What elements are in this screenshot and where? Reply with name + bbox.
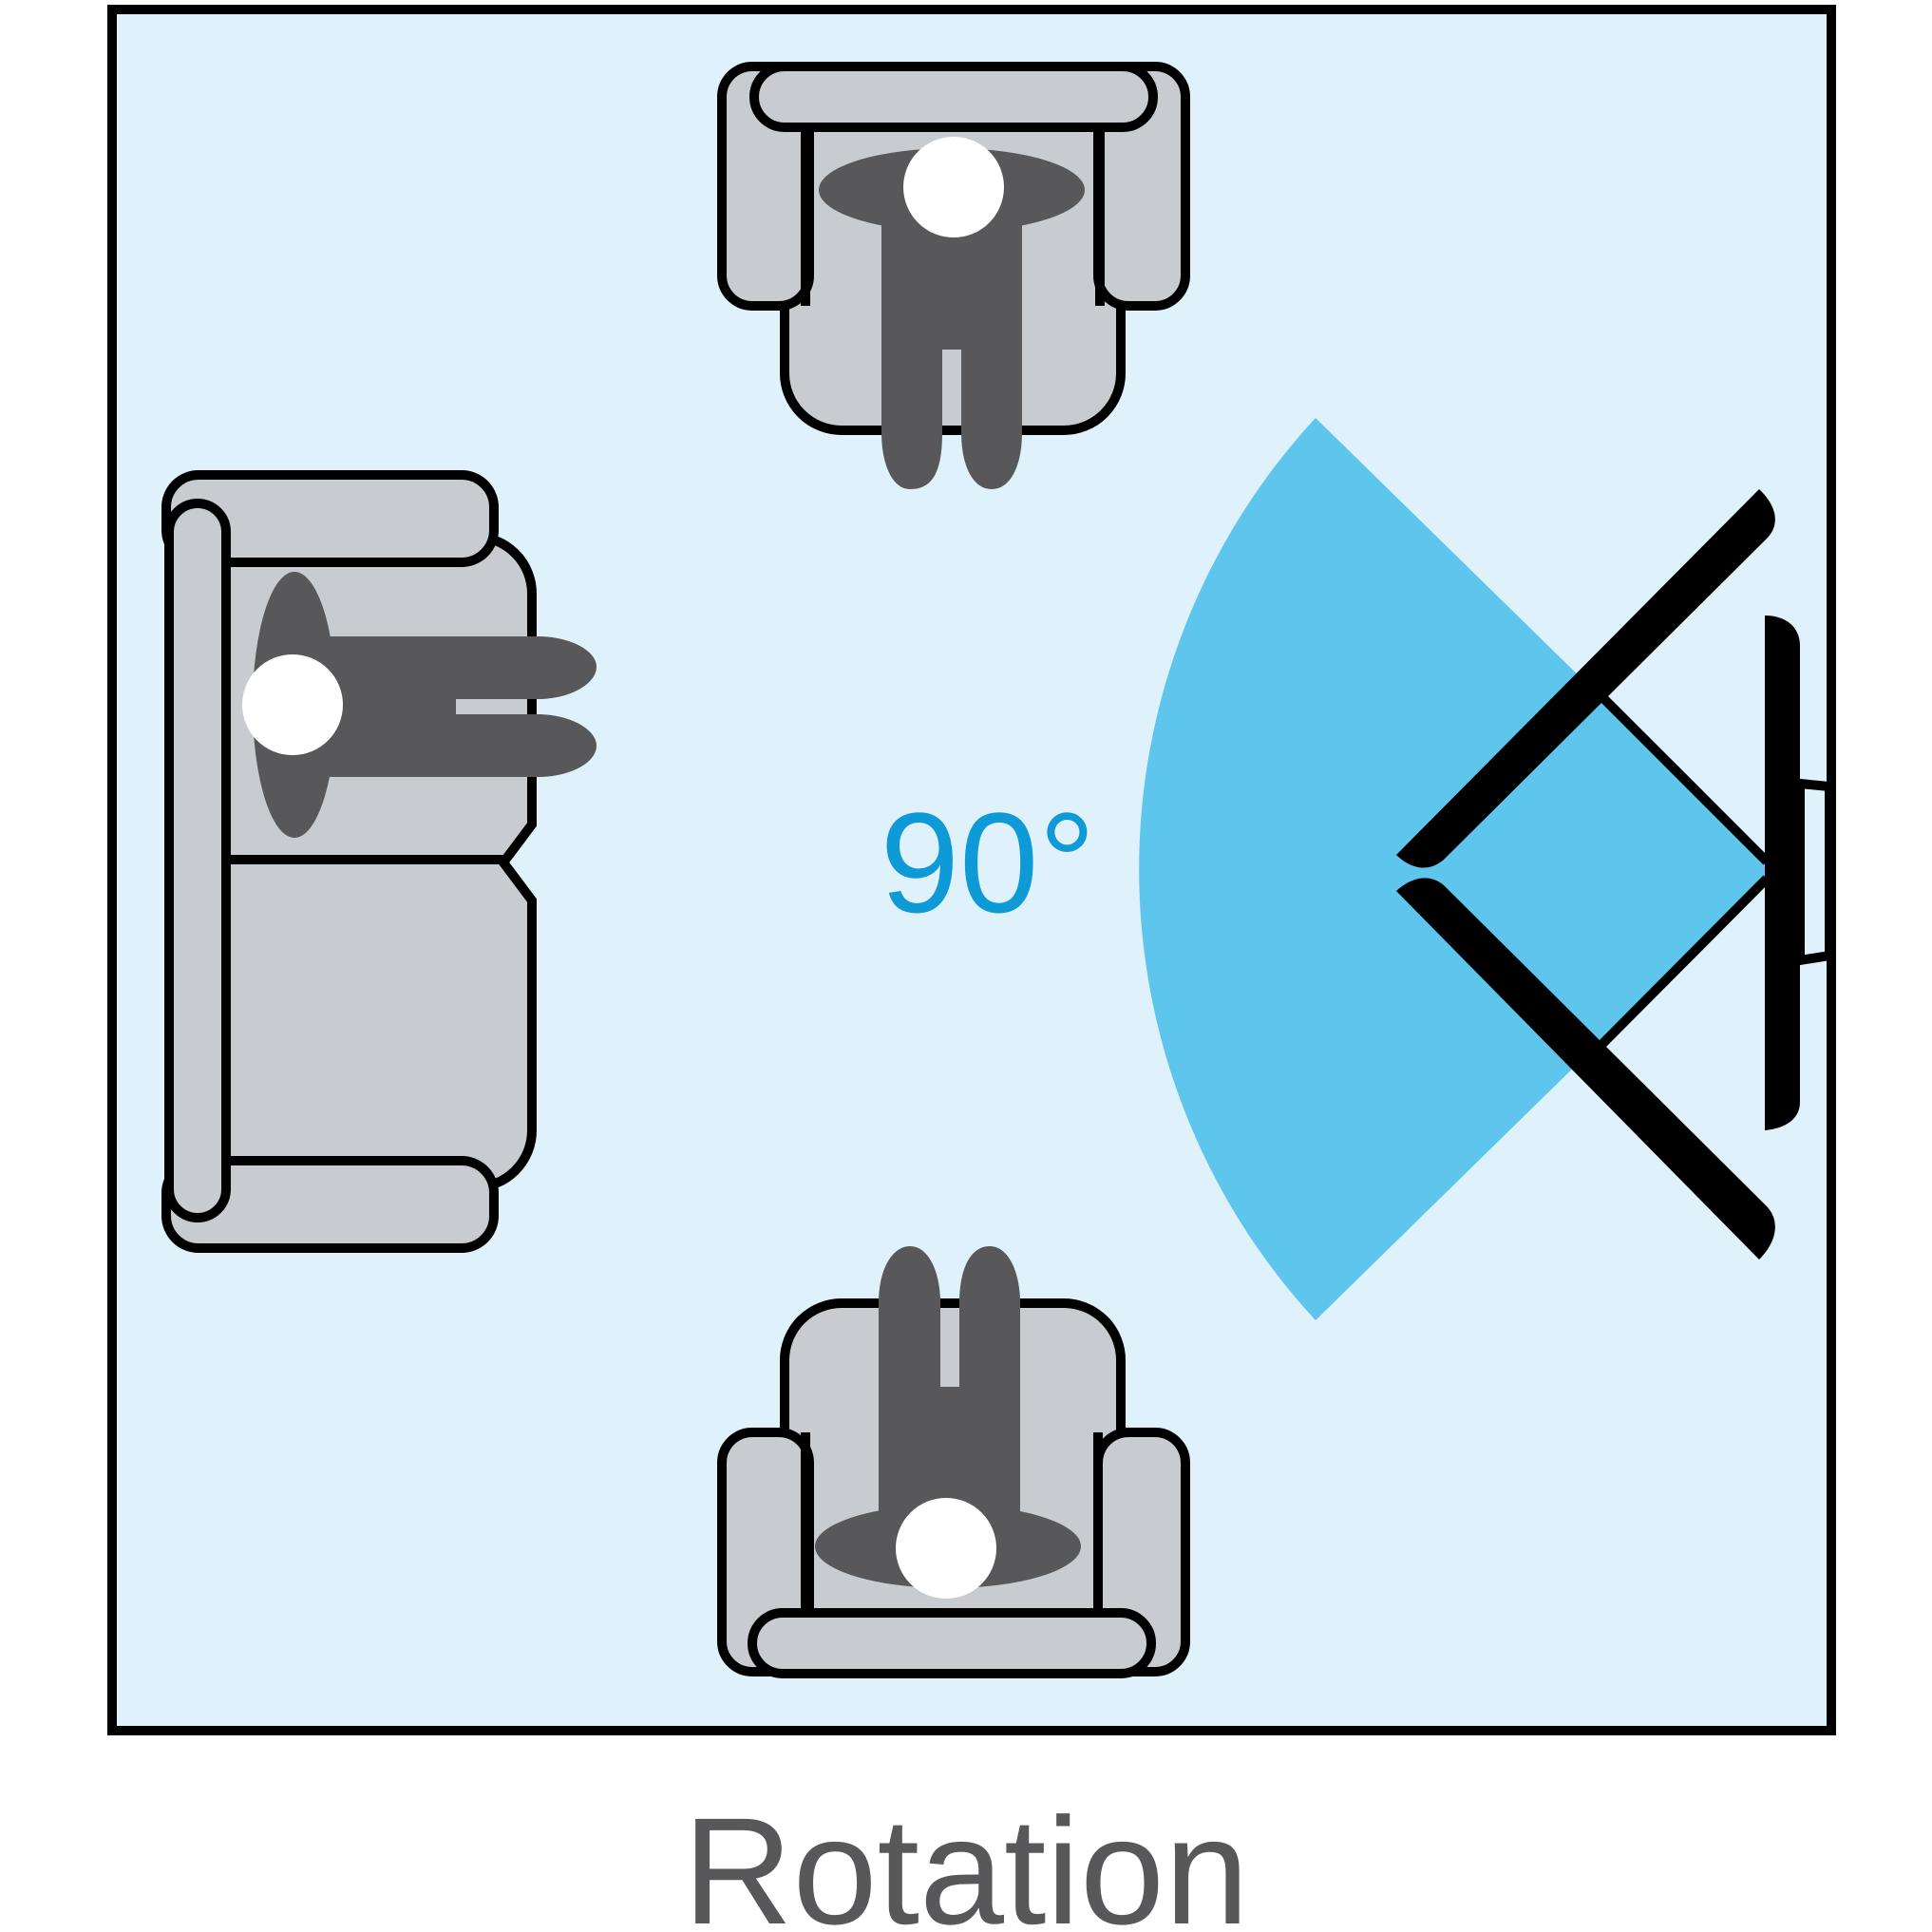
sofa-icon [161, 470, 537, 1253]
bottom-person-head [896, 1498, 996, 1599]
tv-icon [1765, 616, 1834, 1130]
top-person-icon [819, 137, 1085, 489]
top-person-head [903, 137, 1004, 237]
sofa-person-head [242, 654, 343, 755]
angle-label: 90° [881, 783, 1096, 942]
sofa-person-icon [242, 572, 597, 838]
bottom-person-icon [815, 1246, 1081, 1599]
speaker-icon [1396, 489, 1775, 1260]
caption: Rotation [683, 1786, 1249, 1932]
rotation-wedge [1139, 418, 1776, 1320]
